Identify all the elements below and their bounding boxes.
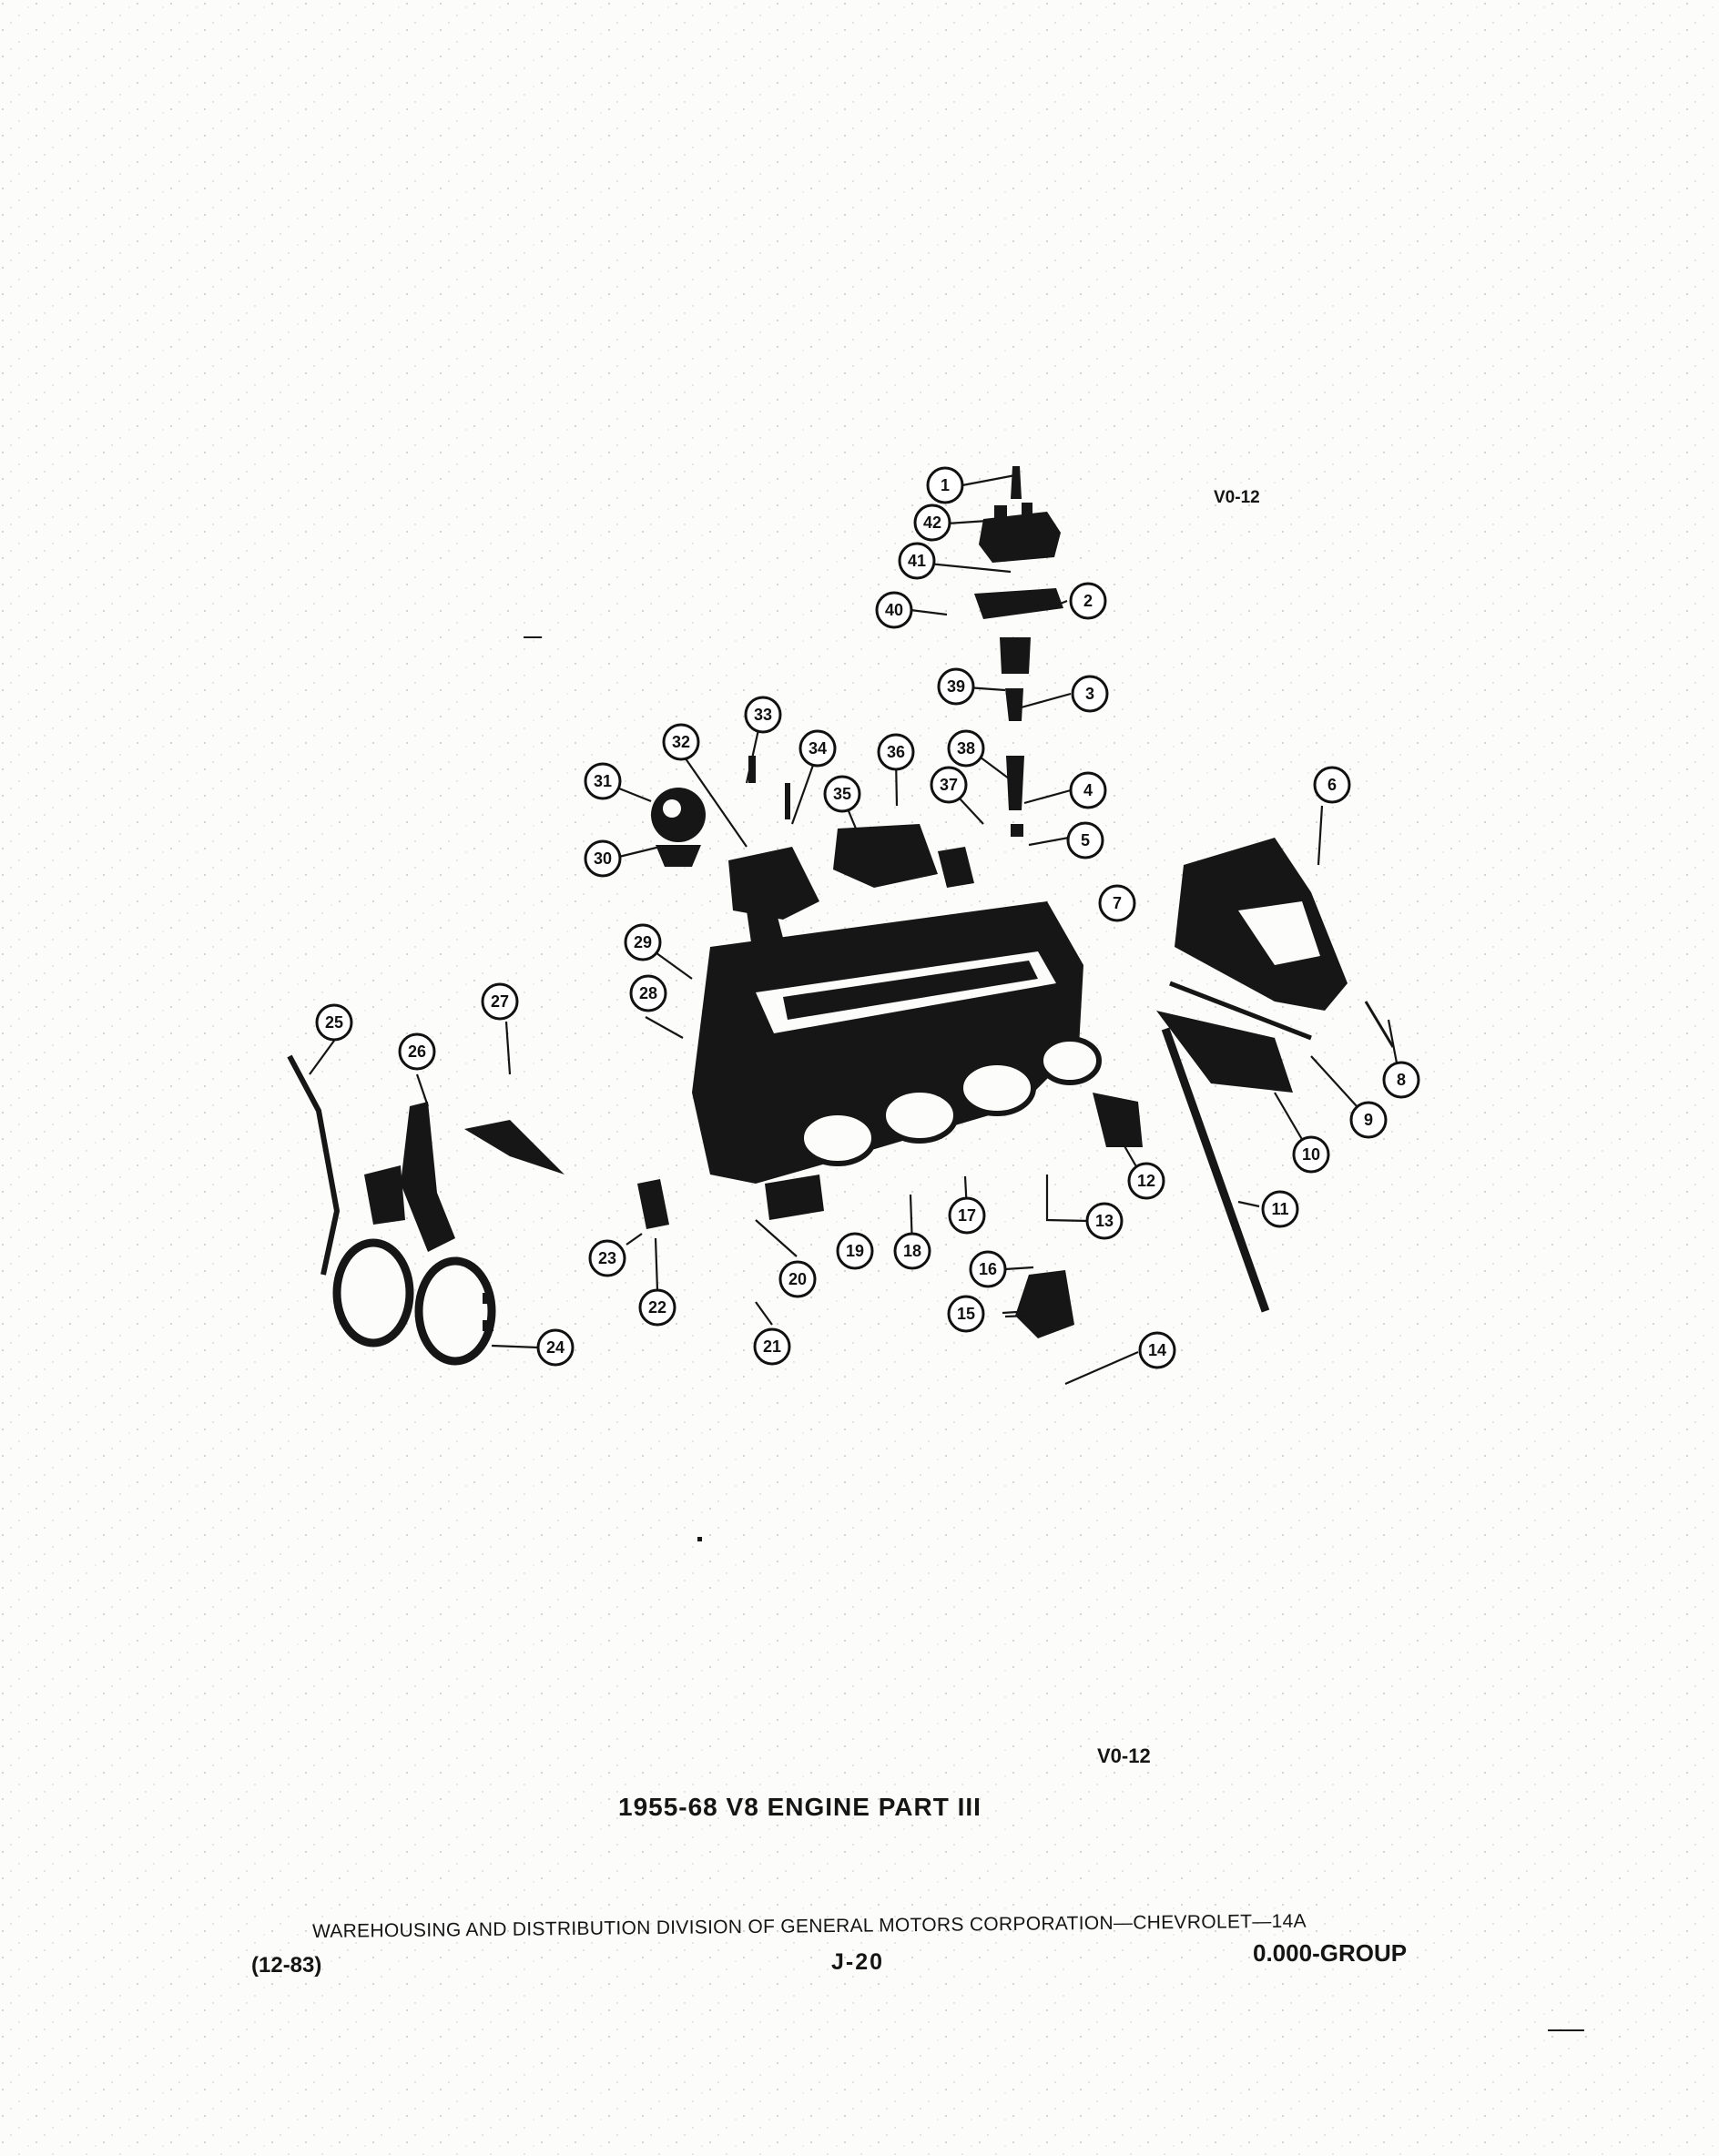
callout-3: 3 — [1071, 675, 1109, 713]
callout-30: 30 — [584, 839, 622, 878]
callout-28-label: 28 — [639, 984, 657, 1002]
callout-30-label: 30 — [594, 849, 612, 868]
callout-18: 18 — [893, 1232, 931, 1270]
callout-13-label: 13 — [1095, 1212, 1114, 1230]
callout-21-label: 21 — [763, 1337, 781, 1356]
callout-23-label: 23 — [598, 1249, 616, 1267]
callout-9: 9 — [1349, 1101, 1388, 1139]
callout-10-label: 10 — [1302, 1145, 1320, 1164]
callout-8: 8 — [1382, 1061, 1420, 1099]
callout-1-label: 1 — [941, 476, 950, 494]
callout-26-label: 26 — [408, 1042, 426, 1061]
callout-34-label: 34 — [809, 739, 827, 758]
callout-4: 4 — [1069, 771, 1107, 809]
page-title: 1955-68 V8 ENGINE PART III — [618, 1793, 982, 1821]
callout-35-label: 35 — [833, 785, 851, 803]
callout-22: 22 — [638, 1288, 676, 1327]
callout-2: 2 — [1069, 582, 1107, 620]
callout-3-label: 3 — [1085, 685, 1094, 703]
callout-7-label: 7 — [1113, 894, 1122, 912]
callout-34: 34 — [798, 729, 837, 768]
callout-25: 25 — [315, 1003, 353, 1042]
callout-10: 10 — [1292, 1135, 1330, 1174]
callout-12: 12 — [1127, 1162, 1165, 1200]
callout-17: 17 — [948, 1196, 986, 1235]
callout-16-label: 16 — [979, 1260, 997, 1278]
callout-16: 16 — [969, 1250, 1007, 1288]
callout-40: 40 — [875, 591, 913, 629]
valve-gear-and-heads — [651, 756, 974, 942]
callout-24-label: 24 — [546, 1338, 565, 1357]
callout-6: 6 — [1313, 766, 1351, 804]
callout-27: 27 — [481, 982, 519, 1021]
callout-42-label: 42 — [923, 514, 941, 532]
callout-15: 15 — [947, 1295, 985, 1333]
callout-35: 35 — [823, 775, 861, 813]
callout-33: 33 — [744, 696, 782, 734]
callout-23: 23 — [588, 1239, 626, 1277]
callout-7: 7 — [1098, 884, 1136, 922]
callout-2-label: 2 — [1083, 592, 1093, 610]
figure-code-top: V0-12 — [1214, 488, 1260, 507]
callout-27-label: 27 — [491, 992, 509, 1011]
callout-21: 21 — [753, 1327, 791, 1366]
figure-code-bottom: V0-12 — [1097, 1744, 1151, 1767]
callout-29: 29 — [624, 923, 662, 961]
callout-31: 31 — [584, 762, 622, 800]
callout-38: 38 — [947, 729, 985, 768]
callout-25-label: 25 — [325, 1013, 343, 1032]
callout-40-label: 40 — [885, 601, 903, 619]
callout-38-label: 38 — [957, 739, 975, 758]
callout-32: 32 — [662, 723, 700, 761]
callout-24: 24 — [536, 1328, 575, 1367]
callout-22-label: 22 — [648, 1298, 666, 1317]
engine-block — [692, 901, 1143, 1220]
callout-29-label: 29 — [634, 933, 652, 951]
callout-42: 42 — [913, 503, 951, 542]
callout-41: 41 — [898, 542, 936, 580]
callout-28: 28 — [629, 974, 667, 1012]
callout-13: 13 — [1085, 1202, 1124, 1240]
callout-33-label: 33 — [754, 706, 772, 724]
callout-37-label: 37 — [940, 776, 958, 794]
callout-18-label: 18 — [903, 1242, 921, 1260]
callout-9-label: 9 — [1364, 1111, 1373, 1129]
callout-39-label: 39 — [947, 677, 965, 696]
callout-32-label: 32 — [672, 733, 690, 751]
callout-39: 39 — [937, 667, 975, 706]
scan-artifacts — [524, 636, 1584, 2031]
group-code: 0.000-GROUP — [1253, 1939, 1408, 1967]
callout-36: 36 — [877, 733, 915, 771]
front-cover-and-pulley — [287, 1054, 1074, 1366]
callout-14: 14 — [1138, 1331, 1176, 1369]
callout-5: 5 — [1066, 821, 1104, 859]
callout-5-label: 5 — [1081, 831, 1090, 849]
callout-20-label: 20 — [788, 1270, 807, 1288]
callout-8-label: 8 — [1397, 1071, 1406, 1089]
callout-41-label: 41 — [908, 552, 926, 570]
callout-14-label: 14 — [1148, 1341, 1166, 1359]
callout-6-label: 6 — [1327, 776, 1337, 794]
callout-26: 26 — [398, 1032, 436, 1071]
callout-11-label: 11 — [1271, 1200, 1288, 1218]
callout-4-label: 4 — [1083, 781, 1093, 799]
callout-31-label: 31 — [594, 772, 612, 790]
callout-11: 11 — [1261, 1190, 1299, 1228]
callout-19-label: 19 — [846, 1242, 864, 1260]
callout-20: 20 — [778, 1260, 817, 1298]
callout-17-label: 17 — [958, 1206, 976, 1225]
distributor-assembly — [974, 466, 1063, 837]
page-number: J-20 — [831, 1949, 885, 1975]
callout-19: 19 — [836, 1232, 874, 1270]
callout-36-label: 36 — [887, 743, 905, 761]
callout-12-label: 12 — [1137, 1172, 1155, 1190]
callout-15-label: 15 — [957, 1305, 975, 1323]
callout-37: 37 — [930, 766, 968, 804]
revision-date: (12-83) — [251, 1953, 322, 1978]
callout-1: 1 — [926, 466, 964, 504]
oil-pan-and-gaskets — [1156, 838, 1395, 1313]
